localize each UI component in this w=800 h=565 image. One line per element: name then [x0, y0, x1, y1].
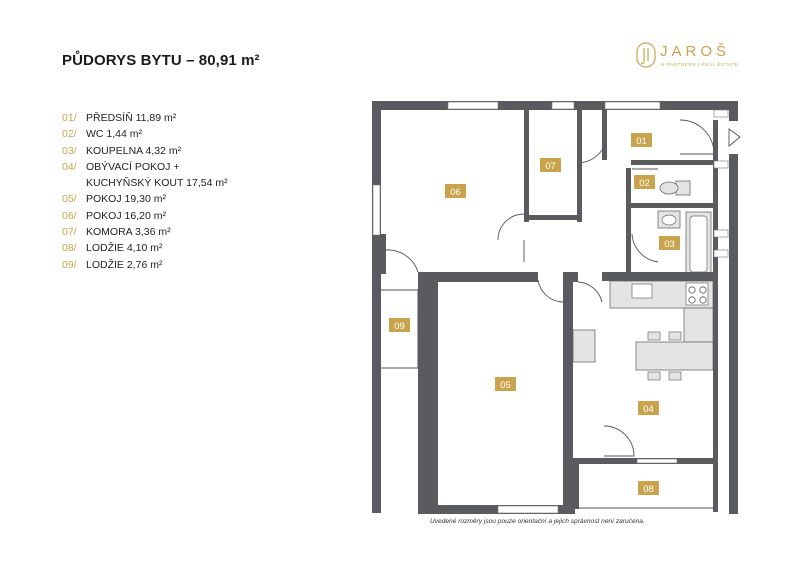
legend-text: OBÝVACÍ POKOJ + — [86, 160, 180, 173]
kitchen-counter — [609, 280, 714, 343]
legend-item: 07/KOMORA 3,36 m² — [62, 224, 228, 240]
legend-item: 06/POKOJ 16,20 m² — [62, 208, 228, 224]
room-label-text: 07 — [545, 161, 556, 172]
legend-text: WC 1,44 m² — [86, 128, 143, 141]
loggia-09-outline — [372, 289, 419, 369]
legend-text: LODŽIE 2,76 m² — [86, 258, 163, 271]
legend-number: 01/ — [62, 112, 77, 124]
stove-icon — [688, 286, 707, 304]
room-label-06: 06 — [445, 184, 466, 198]
room-label-05: 05 — [495, 377, 516, 391]
brand-name: JAROŠ — [660, 43, 731, 60]
room-label-text: 09 — [394, 321, 405, 332]
legend-text: KOUPELNA 4,32 m² — [86, 144, 182, 157]
legend-item: 09/LODŽIE 2,76 m² — [62, 257, 228, 273]
legend-text: LODŽIE 4,10 m² — [86, 242, 163, 255]
disclaimer-note: Uvedené rozměry jsou pouze orientační a … — [430, 518, 645, 525]
legend-item: 02/WC 1,44 m² — [62, 126, 228, 142]
sink-icon — [657, 210, 681, 229]
toilet-icon — [659, 180, 691, 196]
legend-text: POKOJ 16,20 m² — [86, 209, 166, 222]
legend-number: 02/ — [62, 128, 77, 141]
room-legend: 01/PŘEDSÍŇ 11,89 m² 02/WC 1,44 m² 03/KOU… — [62, 110, 228, 273]
room-label-text: 04 — [643, 404, 654, 415]
brand-logo: JAROŠ & PARTNERS | REAL ESTATE — [636, 42, 746, 72]
room-label-09: 09 — [389, 318, 410, 332]
legend-item: 05/POKOJ 19,30 m² — [62, 191, 228, 207]
room-label-01: 01 — [631, 133, 652, 147]
legend-item: 08/LODŽIE 4,10 m² — [62, 240, 228, 256]
brand-tagline: & PARTNERS | REAL ESTATE — [661, 62, 739, 67]
legend-item-continued: KUCHYŇSKÝ KOUT 17,54 m² — [62, 175, 228, 191]
page-title: PŮDORYS BYTU – 80,91 m² — [62, 52, 260, 69]
legend-text: PŘEDSÍŇ 11,89 m² — [86, 112, 177, 124]
room-label-08: 08 — [638, 481, 659, 495]
legend-number: 08/ — [62, 242, 77, 255]
dining-table — [635, 331, 714, 381]
legend-text: KOMORA 3,36 m² — [86, 226, 171, 239]
room-label-text: 01 — [636, 136, 647, 147]
room-label-text: 02 — [639, 178, 650, 189]
room-label-text: 05 — [500, 380, 511, 391]
room-label-04: 04 — [638, 401, 659, 415]
cabinet — [572, 329, 596, 363]
legend-number: 07/ — [62, 226, 77, 239]
room-label-07: 07 — [540, 158, 561, 172]
room-label-03: 03 — [659, 236, 680, 250]
legend-number: 06/ — [62, 209, 77, 222]
legend-number: 05/ — [62, 193, 77, 206]
legend-text: KUCHYŇSKÝ KOUT 17,54 m² — [86, 177, 228, 190]
room-label-02: 02 — [634, 175, 655, 189]
legend-item: 01/PŘEDSÍŇ 11,89 m² — [62, 110, 228, 126]
brand-emblem-icon — [636, 42, 656, 68]
legend-item: 03/KOUPELNA 4,32 m² — [62, 143, 228, 159]
windows — [372, 101, 729, 514]
room-label-text: 03 — [664, 239, 675, 250]
room-label-text: 06 — [450, 187, 461, 198]
legend-text: POKOJ 19,30 m² — [86, 193, 166, 206]
legend-number: 09/ — [62, 258, 77, 271]
room-label-text: 08 — [643, 484, 654, 495]
legend-number: 04/ — [62, 160, 77, 173]
legend-item: 04/OBÝVACÍ POKOJ + — [62, 159, 228, 175]
legend-number: 03/ — [62, 144, 77, 157]
bathtub-icon — [685, 211, 712, 277]
door-swings — [384, 119, 741, 457]
